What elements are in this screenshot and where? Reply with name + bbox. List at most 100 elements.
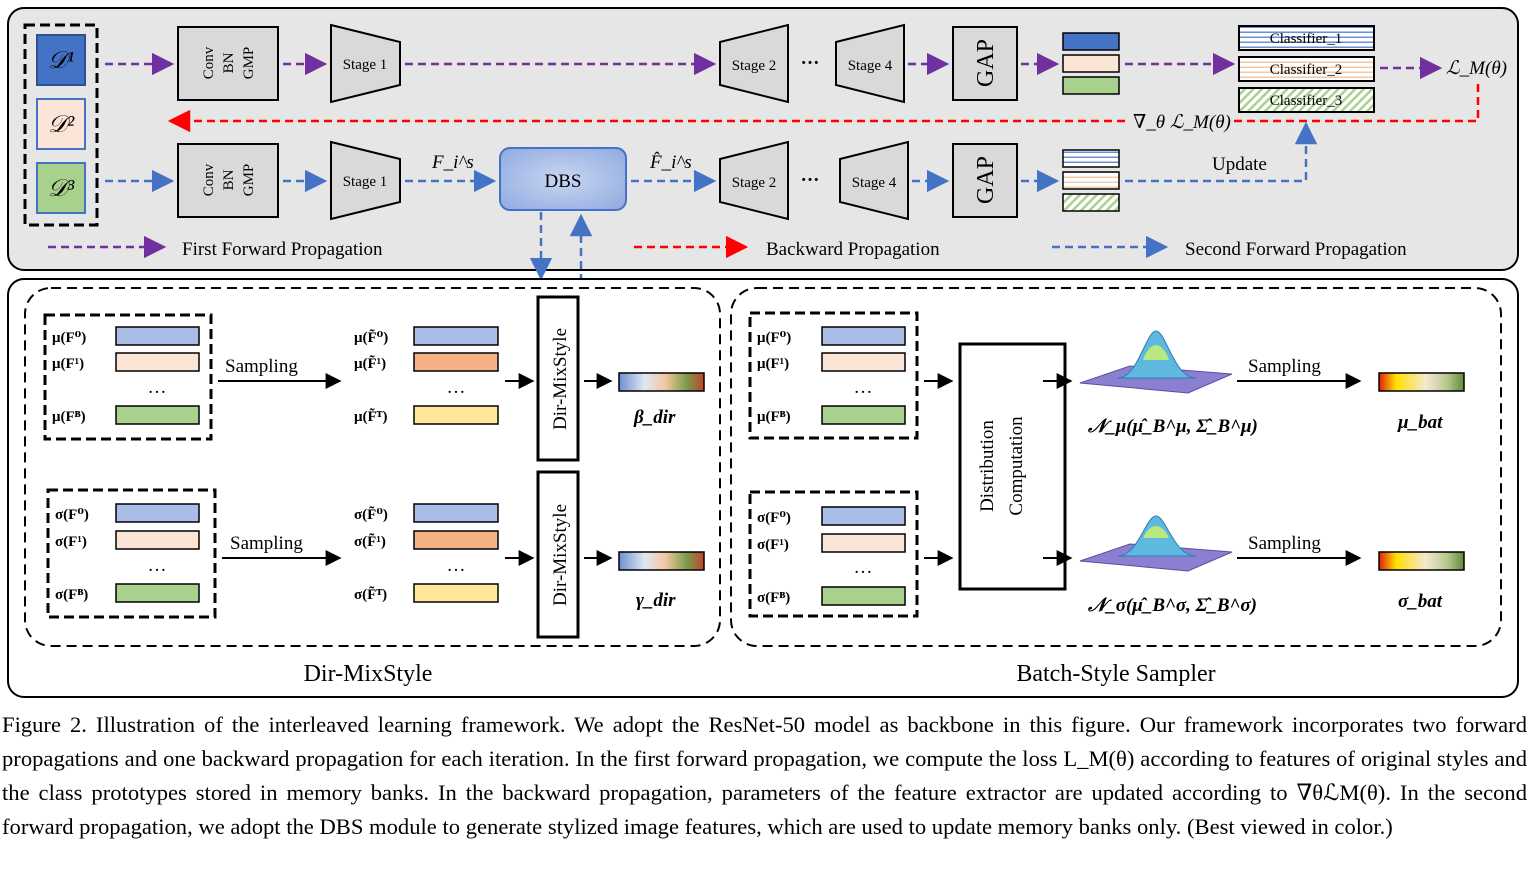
- n-sigma-label: 𝒩_σ(μ̂_B^σ, Σ̂_B^σ): [1087, 595, 1257, 616]
- batch-mu-f1-label: μ(F¹): [757, 356, 789, 372]
- mu-fb-label: μ(Fᴮ): [52, 409, 86, 425]
- batch-sigma-dots: …: [854, 557, 873, 578]
- batch-sampler-region: [730, 287, 1502, 647]
- sigma-bat-sampling-label: Sampling: [1248, 533, 1321, 554]
- mu-tilde-ft-bar: [413, 405, 499, 425]
- svg-text:Stage 2: Stage 2: [732, 175, 777, 191]
- batch-mu-dots: …: [854, 377, 873, 398]
- stage4-block-1: Stage 4: [835, 23, 905, 104]
- mu-f1-label: μ(F¹): [52, 356, 84, 372]
- mu-dots: …: [148, 377, 167, 398]
- update-label: Update: [1212, 154, 1267, 175]
- svg-text:Stage 1: Stage 1: [343, 57, 388, 73]
- batch-mu-group: [748, 311, 919, 440]
- svg-text:Computation: Computation: [1006, 416, 1027, 516]
- conv-block-2: Conv BN GMP: [177, 143, 279, 218]
- feature-stack-2: [1062, 149, 1120, 212]
- batch-mu-fb-bar: [821, 405, 906, 425]
- framework-diagram: 𝒟¹ 𝒟² 𝒟³ Conv BN GMP Stage 1 Stage 2 ···…: [7, 7, 1519, 698]
- grad-loss-label: ∇_θ ℒ_M(θ): [1133, 112, 1231, 133]
- gamma-label: γ_dir: [636, 590, 676, 611]
- mu-f1-bar: [115, 352, 200, 372]
- sigma-tilde-dots: …: [447, 555, 466, 576]
- dbs-module: DBS: [499, 147, 627, 211]
- svg-text:Conv: Conv: [201, 163, 217, 196]
- svg-text:GAP: GAP: [973, 39, 999, 87]
- stage2-block-2: Stage 2: [719, 140, 789, 221]
- mu-tilde-dots: …: [447, 377, 466, 398]
- classifier-3: Classifier_3: [1238, 87, 1375, 113]
- feature-out-label: F̂_i^s: [649, 152, 692, 173]
- batch-mu-fb-label: μ(Fᴮ): [757, 409, 791, 425]
- dir-mixstyle-module-sigma: Dir-MixStyle: [536, 470, 580, 639]
- mu-tilde-f1-bar: [413, 352, 499, 372]
- sigma-tilde-f1-label: σ(F̃¹): [354, 533, 386, 550]
- legend-second-label: Second Forward Propagation: [1185, 239, 1407, 260]
- batch-mu-f0-bar: [821, 326, 906, 346]
- sigma-fb-label: σ(Fᴮ): [55, 587, 88, 603]
- stage1-block-1: Stage 1: [330, 23, 401, 104]
- beta-label: β_dir: [633, 407, 676, 428]
- svg-text:GMP: GMP: [241, 164, 257, 197]
- mu-f0-bar: [115, 326, 200, 346]
- feature-in-label: F_i^s: [431, 152, 474, 173]
- mu-fb-bar: [115, 405, 200, 425]
- svg-text:GMP: GMP: [241, 47, 257, 80]
- gap-block-2: GAP: [952, 143, 1018, 218]
- ellipsis-2: ···: [800, 170, 819, 191]
- svg-text:Classifier_3: Classifier_3: [1270, 93, 1343, 109]
- mu-input-group: [43, 313, 213, 441]
- mu-bat-label: μ_bat: [1397, 412, 1443, 433]
- conv-block-1: Conv BN GMP: [177, 26, 279, 101]
- batch-sigma-f0-bar: [821, 506, 906, 526]
- batch-mu-f0-label: μ(F⁰): [757, 330, 791, 346]
- batch-sigma-fb-bar: [821, 586, 906, 606]
- legend-first-label: First Forward Propagation: [182, 239, 383, 260]
- gaussian-sigma-surface: [1079, 515, 1233, 572]
- dir-mixstyle-module-mu: Dir-MixStyle: [536, 295, 580, 462]
- gap-block-1: GAP: [952, 26, 1018, 101]
- stage2-block-1: Stage 2: [719, 23, 789, 104]
- svg-text:Classifier_2: Classifier_2: [1270, 62, 1343, 78]
- classifier-1: Classifier_1: [1238, 25, 1375, 51]
- sigma-bat-label: σ_bat: [1398, 591, 1443, 612]
- svg-text:Stage 2: Stage 2: [732, 58, 777, 74]
- mu-f0-label: μ(F⁰): [52, 330, 86, 346]
- mu-sampling-label: Sampling: [225, 356, 298, 377]
- sigma-f0-bar: [115, 503, 200, 523]
- legend-backward-label: Backward Propagation: [766, 239, 940, 260]
- gamma-bar: [618, 551, 705, 571]
- sigma-tilde-ft-label: σ(F̃ᵀ): [354, 586, 387, 603]
- sigma-f1-label: σ(F¹): [55, 534, 87, 550]
- svg-text:𝒟¹: 𝒟¹: [48, 48, 74, 74]
- sigma-sampling-label: Sampling: [230, 533, 303, 554]
- n-mu-label: 𝒩_μ(μ̂_B^μ, Σ̂_B^μ): [1087, 416, 1258, 437]
- domain-3: 𝒟³: [36, 162, 86, 214]
- sigma-input-group: [46, 488, 217, 619]
- stage4-block-2: Stage 4: [839, 140, 909, 221]
- svg-text:Conv: Conv: [201, 46, 217, 79]
- classifier-2: Classifier_2: [1238, 56, 1375, 82]
- beta-bar: [618, 372, 705, 392]
- distribution-computation-block: Distribution Computation: [958, 342, 1067, 591]
- svg-text:Stage 4: Stage 4: [848, 58, 893, 74]
- sigma-bat-bar: [1378, 551, 1465, 571]
- domain-2: 𝒟²: [36, 98, 86, 150]
- batch-sigma-f1-label: σ(F¹): [757, 537, 789, 553]
- stage1-block-2: Stage 1: [330, 140, 401, 221]
- sigma-tilde-f1-bar: [413, 530, 499, 550]
- sigma-f1-bar: [115, 530, 200, 550]
- figure-caption: Figure 2. Illustration of the interleave…: [2, 712, 1527, 839]
- svg-text:Stage 1: Stage 1: [343, 174, 388, 190]
- loss-label: ℒ_M(θ): [1446, 58, 1507, 79]
- mu-tilde-ft-label: μ(F̃ᵀ): [354, 408, 387, 425]
- svg-text:GAP: GAP: [973, 156, 999, 204]
- mu-tilde-f0-bar: [413, 326, 499, 346]
- batch-sampler-title: Batch-Style Sampler: [1016, 661, 1215, 687]
- mu-bat-bar: [1378, 372, 1465, 392]
- ellipsis-1: ···: [800, 53, 819, 74]
- sigma-dots: …: [148, 555, 167, 576]
- svg-text:𝒟²: 𝒟²: [48, 112, 75, 138]
- batch-sigma-group: [748, 490, 919, 618]
- svg-text:Distribution: Distribution: [977, 420, 998, 512]
